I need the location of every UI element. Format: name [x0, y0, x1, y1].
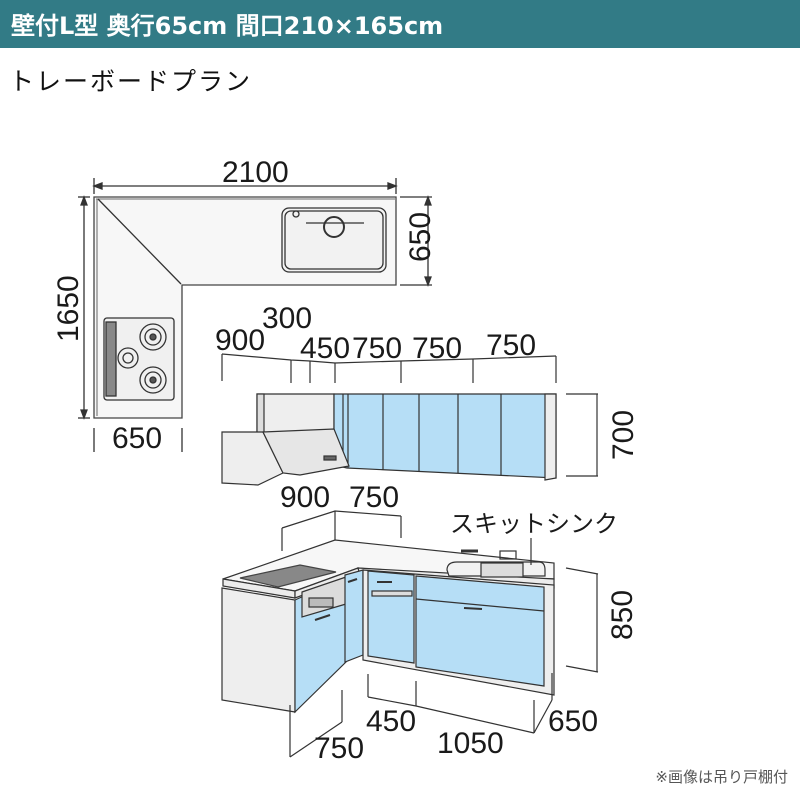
plan-title: トレーボードプラン [9, 67, 253, 96]
footnote: ※画像は吊り戸棚付 [655, 768, 788, 786]
header-bar: 壁付L型 奥行65cm 間口210×165cm [0, 0, 800, 48]
wall-dim-1: 900 [215, 324, 265, 357]
dim-top-width: 2100 [222, 156, 289, 189]
wall-dim-5: 750 [412, 332, 462, 365]
wall-cabinets [221, 353, 598, 486]
base-dim-bottom-4: 650 [548, 705, 598, 738]
base-dim-bottom-3: 1050 [437, 727, 504, 760]
base-dim-bottom-2: 450 [366, 705, 416, 738]
page-title: 壁付L型 奥行65cm 間口210×165cm [11, 12, 444, 40]
base-dim-bottom-1: 750 [314, 732, 364, 765]
base-cabinets [221, 510, 599, 758]
dim-side-length: 1650 [52, 275, 85, 342]
base-dim-top-1: 900 [280, 481, 330, 514]
sink-label: スキットシンク [450, 510, 618, 538]
wall-dim-6: 750 [486, 329, 536, 362]
top-view [78, 178, 432, 452]
dim-side-depth: 650 [112, 422, 162, 455]
wall-height-dim: 700 [607, 410, 640, 460]
wall-dim-3: 450 [300, 332, 350, 365]
wall-dim-4: 750 [352, 332, 402, 365]
base-dim-top-2: 750 [349, 481, 399, 514]
base-height-dim: 850 [606, 590, 639, 640]
dim-top-depth: 650 [404, 212, 437, 262]
wall-dim-2: 300 [262, 302, 312, 335]
